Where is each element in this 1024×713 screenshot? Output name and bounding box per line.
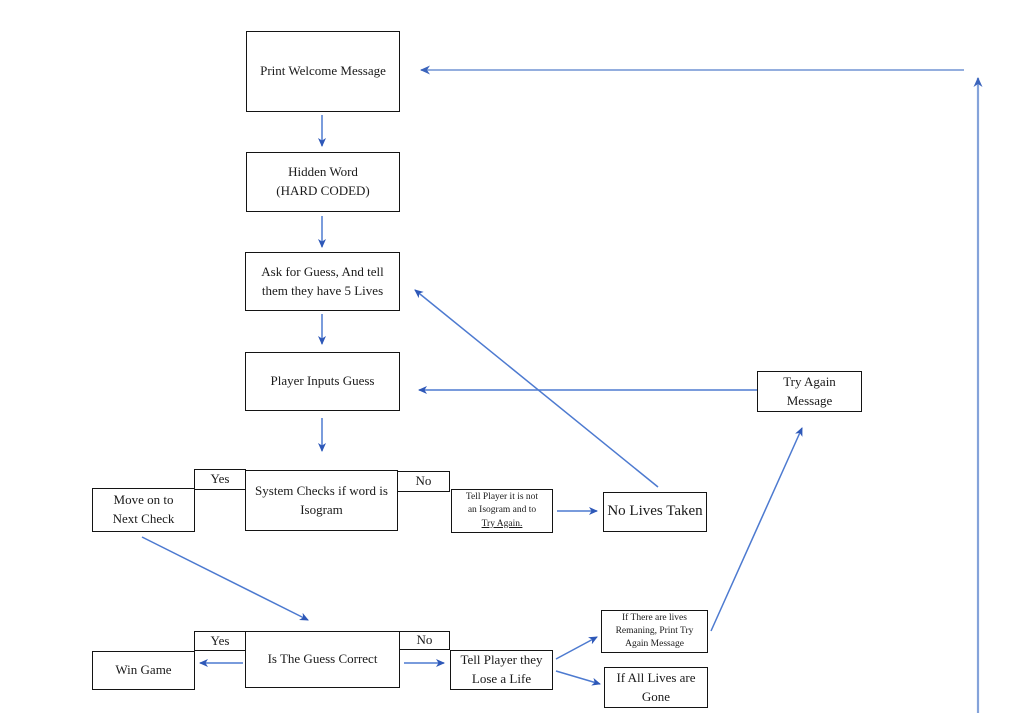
node-no-lives-taken-label: No Lives Taken bbox=[607, 503, 703, 520]
node-lives-remaining: If There are lives Remaning, Print Try A… bbox=[601, 610, 708, 653]
node-not-isogram: Tell Player it is not an Isogram and to … bbox=[451, 489, 553, 533]
node-win-game: Win Game bbox=[92, 651, 195, 690]
node-correct-no: No bbox=[399, 631, 450, 650]
arrow-livesremaining-to-tryagain bbox=[710, 427, 803, 632]
node-try-again-label: Try Again Message bbox=[783, 373, 836, 408]
node-win-game-label: Win Game bbox=[115, 662, 172, 678]
arrow-loselife-to-alllivesgone bbox=[555, 670, 601, 686]
arrow-moveon-to-guesscorrect bbox=[141, 536, 309, 621]
node-player-inputs-label: Player Inputs Guess bbox=[270, 373, 375, 389]
node-correct-yes: Yes bbox=[194, 631, 246, 651]
node-all-lives-gone-label: If All Lives are Gone bbox=[616, 669, 696, 704]
node-isogram-yes: Yes bbox=[194, 469, 246, 490]
node-hidden-word-label: Hidden Word (HARD CODED) bbox=[276, 164, 370, 198]
node-no-lives-taken: No Lives Taken bbox=[603, 492, 707, 532]
node-player-inputs: Player Inputs Guess bbox=[245, 352, 400, 411]
node-hidden-word: Hidden Word (HARD CODED) bbox=[246, 152, 400, 212]
node-isogram-no: No bbox=[397, 471, 450, 492]
node-try-again: Try Again Message bbox=[757, 371, 862, 412]
node-move-on-label: Move on to Next Check bbox=[112, 492, 175, 526]
node-ask-for-guess-label: Ask for Guess, And tell them they have 5… bbox=[261, 263, 384, 298]
node-system-checks-label: System Checks if word is Isogram bbox=[255, 482, 388, 517]
node-all-lives-gone: If All Lives are Gone bbox=[604, 667, 708, 708]
node-isogram-yes-label: Yes bbox=[210, 471, 230, 487]
node-ask-for-guess: Ask for Guess, And tell them they have 5… bbox=[245, 252, 400, 311]
node-correct-no-label: No bbox=[416, 632, 433, 648]
arrow-nolives-to-ask bbox=[414, 289, 659, 488]
node-move-on: Move on to Next Check bbox=[92, 488, 195, 532]
node-not-isogram-label-underlined: Try Again. bbox=[481, 518, 523, 529]
node-print-welcome-label: Print Welcome Message bbox=[260, 63, 386, 79]
node-lives-remaining-label: If There are lives Remaning, Print Try A… bbox=[615, 612, 694, 650]
node-not-isogram-label: Tell Player it is not an Isogram and to bbox=[465, 492, 539, 516]
node-guess-correct: Is The Guess Correct bbox=[245, 631, 400, 688]
node-lose-life: Tell Player they Lose a Life bbox=[450, 650, 553, 690]
node-guess-correct-label: Is The Guess Correct bbox=[267, 651, 378, 667]
node-correct-yes-label: Yes bbox=[210, 632, 230, 648]
node-system-checks: System Checks if word is Isogram bbox=[245, 470, 398, 531]
node-print-welcome: Print Welcome Message bbox=[246, 31, 400, 112]
node-isogram-no-label: No bbox=[415, 473, 432, 489]
node-lose-life-label: Tell Player they Lose a Life bbox=[460, 652, 543, 686]
arrow-loselife-to-livesremaining bbox=[555, 636, 598, 660]
